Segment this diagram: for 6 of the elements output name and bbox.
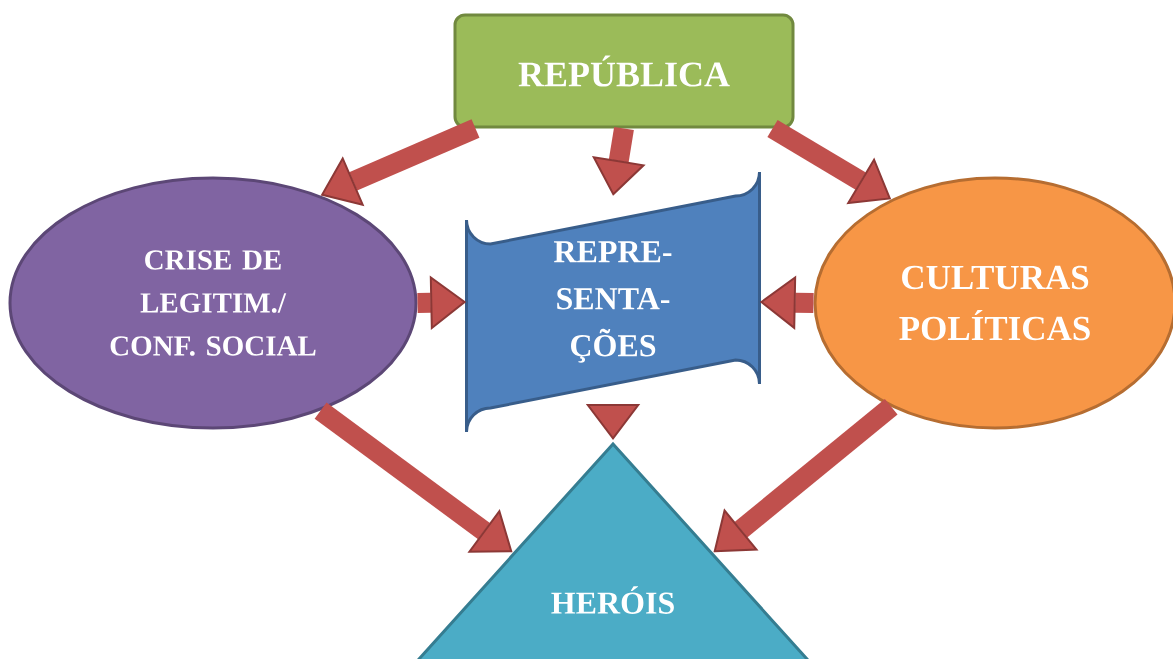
ellipse-node: CRISE DE LEGITIM./ CONF. SOCIAL [8, 176, 418, 430]
title-box: REPÚBLICA [453, 13, 795, 129]
ellipse-node: CULTURAS POLÍTICAS [813, 176, 1173, 430]
plaque-node: REPRE- SENTA- ÇÕES [465, 170, 761, 434]
block-arrow [314, 402, 513, 553]
block-arrow [713, 399, 898, 553]
